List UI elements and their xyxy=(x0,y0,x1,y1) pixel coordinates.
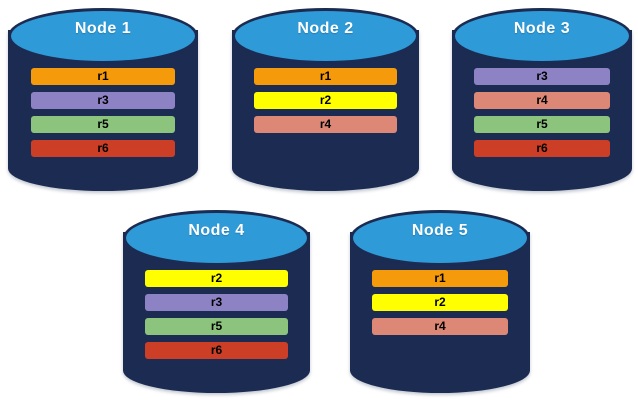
replica-bar[interactable]: r5 xyxy=(473,116,611,133)
node-5-cylinder-top xyxy=(350,210,530,266)
replica-bar[interactable]: r3 xyxy=(145,294,288,311)
replica-bar[interactable]: r6 xyxy=(145,342,288,359)
node-1-replica-list: r1 r3 r5 r6 xyxy=(8,68,198,164)
node-5-replica-list: r1 r2 r4 xyxy=(350,270,530,342)
replica-bar[interactable]: r1 xyxy=(254,68,397,85)
replica-bar[interactable]: r2 xyxy=(371,294,509,311)
replica-bar[interactable]: r2 xyxy=(254,92,397,109)
replica-bar[interactable]: r1 xyxy=(371,270,509,287)
node-2-replica-list: r1 r2 r4 xyxy=(232,68,419,140)
node-3[interactable]: Node 3 r3 r4 r5 r6 xyxy=(452,8,632,191)
replica-bar[interactable]: r4 xyxy=(473,92,611,109)
replica-bar[interactable]: r5 xyxy=(145,318,288,335)
replica-bar[interactable]: r2 xyxy=(145,270,288,287)
node-5[interactable]: Node 5 r1 r2 r4 xyxy=(350,210,530,393)
node-3-cylinder-top xyxy=(452,8,632,64)
replica-bar[interactable]: r3 xyxy=(30,92,176,109)
replica-bar[interactable]: r6 xyxy=(30,140,176,157)
node-3-replica-list: r3 r4 r5 r6 xyxy=(452,68,632,164)
replica-bar[interactable]: r6 xyxy=(473,140,611,157)
node-1[interactable]: Node 1 r1 r3 r5 r6 xyxy=(8,8,198,191)
replica-bar[interactable]: r1 xyxy=(30,68,176,85)
replica-bar[interactable]: r3 xyxy=(473,68,611,85)
node-4-cylinder-top xyxy=(123,210,310,266)
replica-bar[interactable]: r4 xyxy=(254,116,397,133)
replica-bar[interactable]: r4 xyxy=(371,318,509,335)
node-2[interactable]: Node 2 r1 r2 r4 xyxy=(232,8,419,191)
replica-bar[interactable]: r5 xyxy=(30,116,176,133)
node-2-cylinder-top xyxy=(232,8,419,64)
node-4-replica-list: r2 r3 r5 r6 xyxy=(123,270,310,366)
node-4[interactable]: Node 4 r2 r3 r5 r6 xyxy=(123,210,310,393)
node-1-cylinder-top xyxy=(8,8,198,64)
